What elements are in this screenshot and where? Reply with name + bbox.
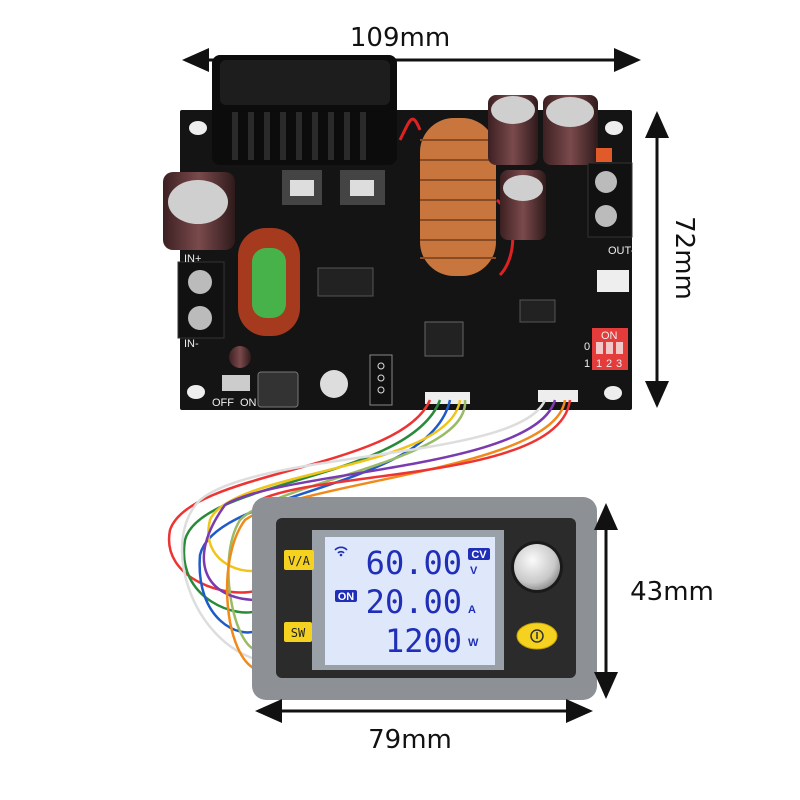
mount-hole [605, 121, 623, 135]
dip-switch[interactable]: ON 1 2 3 0 1 [584, 328, 628, 370]
board-width-dimension: 109mm [182, 23, 641, 72]
mount-hole [604, 386, 622, 400]
capacitor [543, 95, 598, 165]
display-width-label: 79mm [368, 725, 452, 755]
wifi-icon [334, 546, 348, 554]
capacitor [488, 95, 538, 165]
display-height-label: 43mm [630, 577, 714, 607]
in-plus-label: IN+ [184, 253, 201, 265]
adjustment-knob[interactable] [511, 541, 563, 593]
input-terminal-block [177, 261, 225, 339]
on-label: ON [240, 397, 257, 409]
dip-on-label: ON [601, 330, 618, 342]
board-height-label: 72mm [669, 216, 699, 300]
connector [425, 392, 470, 404]
dip-2-label: 2 [606, 358, 612, 370]
cv-mode-badge: CV [471, 549, 487, 561]
mount-hole [187, 385, 205, 399]
dip-3-label: 3 [616, 358, 622, 370]
display-width-dimension: 79mm [255, 699, 593, 755]
power-switch[interactable] [222, 375, 250, 391]
dip-one-label: 1 [584, 358, 590, 370]
power-button[interactable] [516, 622, 558, 650]
connector [538, 390, 578, 402]
green-toroid-inductor [238, 228, 300, 336]
off-label: OFF [212, 397, 234, 409]
capacitor [163, 172, 235, 250]
display-height-dimension: 43mm [594, 503, 714, 699]
voltage-unit: V [470, 565, 478, 577]
in-minus-label: IN- [184, 338, 199, 350]
dip-1-label: 1 [596, 358, 602, 370]
power-icon [530, 629, 544, 643]
dip-zero-label: 0 [584, 341, 590, 353]
display-module: ON CV 60.00 V 20.00 A 1200 W V/A SW [252, 497, 597, 700]
board-height-dimension: 72mm [645, 111, 699, 408]
connector [597, 270, 629, 292]
pcb-board: ON 1 2 3 0 1 IN+ IN- OUT- OFF ON [163, 55, 635, 410]
copper-toroid-inductor [420, 118, 496, 276]
microcontroller [424, 321, 464, 357]
output-terminal-block [587, 162, 633, 238]
voltage-reading: 60.00 [366, 544, 462, 582]
current-unit: A [468, 604, 476, 616]
board-width-label: 109mm [350, 23, 450, 53]
mount-hole [189, 121, 207, 135]
ribbon-wires [167, 399, 572, 672]
power-unit: W [468, 637, 479, 649]
current-reading: 20.00 [366, 583, 462, 621]
out-minus-label: OUT- [608, 245, 635, 257]
va-button-label: V/A [288, 554, 310, 568]
capacitor [500, 170, 546, 240]
output-on-badge: ON [338, 591, 355, 603]
sw-button[interactable]: SW [284, 622, 312, 642]
sw-button-label: SW [291, 626, 306, 640]
power-reading: 1200 [385, 622, 462, 660]
heatsink [212, 55, 397, 205]
va-button[interactable]: V/A [284, 550, 314, 570]
